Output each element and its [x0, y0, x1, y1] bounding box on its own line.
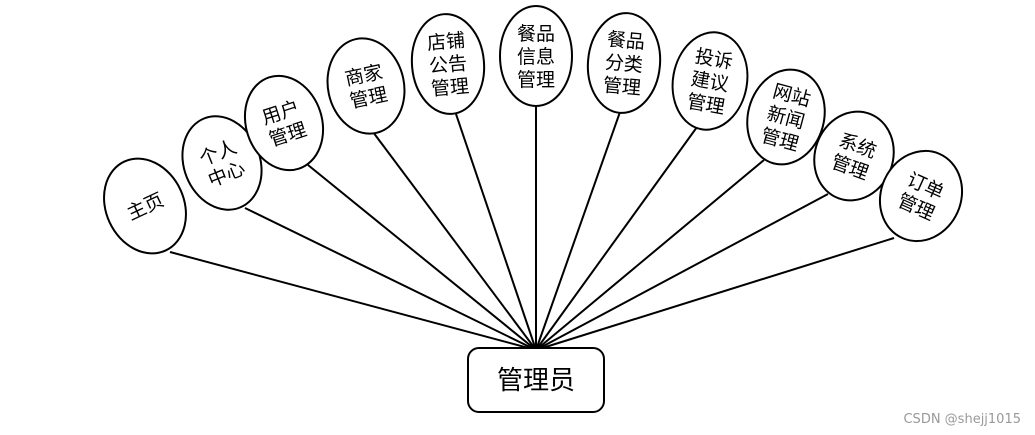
edge-user-management: [307, 164, 537, 351]
edge-order-management: [535, 237, 895, 351]
leaf-ellipse-store-announcement-management: [410, 13, 486, 115]
leaf-label-meal-info-management-2: 管理: [517, 69, 555, 91]
root-node-box: [467, 347, 605, 413]
leaf-label-meal-info-management-1: 信息: [517, 46, 555, 68]
leaf-label-meal-category-management-0: 餐品: [606, 28, 646, 53]
edge-site-news-management: [535, 159, 765, 351]
leaf-label-store-announcement-management-1: 公告: [428, 52, 468, 77]
leaf-ellipse-complaint-suggestion-management: [671, 31, 749, 131]
edge-merchant-management: [372, 131, 537, 351]
leaf-label-store-announcement-management-2: 管理: [430, 75, 470, 100]
root-node: 管理员: [467, 347, 605, 413]
edge-complaint-suggestion-management: [535, 126, 698, 351]
leaf-ellipse-order-management: [878, 149, 964, 243]
edge-meal-category-management: [535, 111, 621, 351]
edge-personal-center: [244, 207, 537, 351]
leaf-label-meal-category-management-2: 管理: [602, 74, 642, 99]
diagram-leaf-nodes: 主页个人中心用户管理商家管理店铺公告管理餐品信息管理餐品分类管理投诉建议管理网站…: [103, 5, 964, 255]
watermark: CSDN @shejj1015: [903, 412, 1021, 427]
leaf-ellipse-site-news-management: [746, 68, 826, 166]
edge-system-management: [535, 193, 829, 351]
edge-home: [169, 251, 537, 351]
diagram-edges: [169, 106, 895, 351]
leaf-ellipse-merchant-management: [326, 37, 406, 135]
leaf-label-meal-info-management-0: 餐品: [517, 23, 555, 45]
leaf-node-home: 主页: [103, 157, 187, 255]
leaf-ellipse-user-management: [243, 74, 325, 172]
leaf-ellipse-home: [103, 157, 187, 255]
edge-store-announcement-management: [455, 113, 537, 351]
root-node-label: 管理员: [497, 366, 575, 396]
leaf-label-meal-category-management-1: 分类: [604, 51, 644, 76]
leaf-ellipse-meal-category-management: [586, 12, 662, 114]
leaf-ellipse-meal-info-management: [499, 5, 573, 107]
leaf-label-store-announcement-management-0: 店铺: [426, 29, 466, 54]
